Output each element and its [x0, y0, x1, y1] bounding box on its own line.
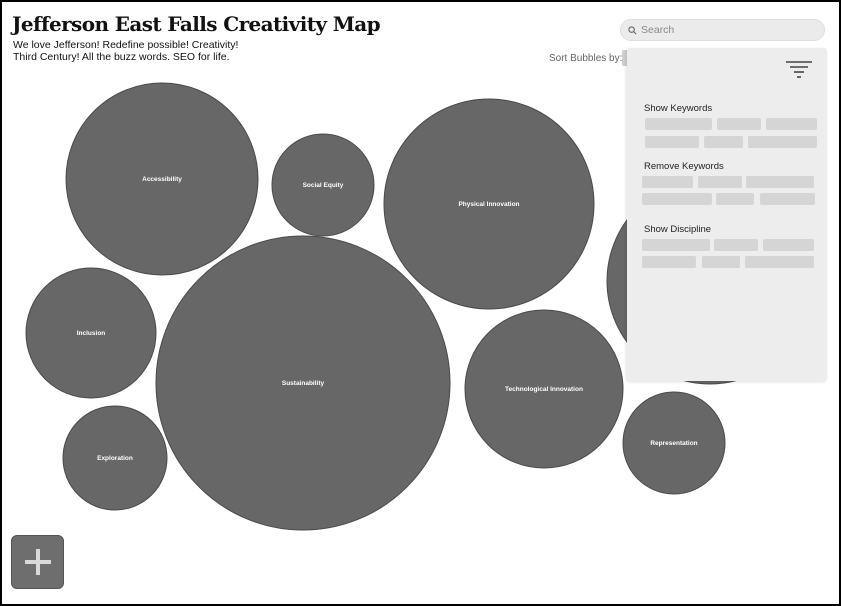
- bubble-circle[interactable]: [383, 98, 595, 310]
- bubble-exploration[interactable]: Exploration: [62, 405, 168, 511]
- bubble-social-equity[interactable]: Social Equity: [271, 133, 375, 237]
- bubble-label: Physical Innovation: [458, 201, 519, 208]
- keyword-chip[interactable]: [766, 118, 817, 130]
- show-keywords-title: Show Keywords: [644, 103, 713, 114]
- keyword-chip[interactable]: [645, 136, 699, 148]
- search-bar[interactable]: [620, 19, 825, 41]
- discipline-chip[interactable]: [642, 256, 696, 268]
- bubble-label: Representation: [650, 440, 697, 447]
- bubble-technological-innovation[interactable]: Technological Innovation: [464, 309, 624, 469]
- filter-icon[interactable]: [785, 60, 813, 80]
- bubble-circle[interactable]: [62, 405, 168, 511]
- keyword-chip[interactable]: [704, 136, 743, 148]
- bubble-circle[interactable]: [25, 267, 157, 399]
- plus-icon: [25, 549, 51, 575]
- bubble-label: Sustainability: [282, 380, 325, 387]
- discipline-chip[interactable]: [745, 256, 814, 268]
- remove-keyword-chip[interactable]: [642, 193, 712, 205]
- remove-keyword-chip[interactable]: [746, 176, 814, 188]
- bubble-physical-innovation[interactable]: Physical Innovation: [383, 98, 595, 310]
- remove-keyword-chip[interactable]: [760, 193, 815, 205]
- discipline-chip[interactable]: [763, 239, 814, 251]
- tagline: We love Jefferson! Redefine possible! Cr…: [13, 39, 253, 63]
- keyword-chip[interactable]: [717, 118, 761, 130]
- tagline-line-1: We love Jefferson! Redefine possible! Cr…: [13, 39, 239, 51]
- bubble-accessibility[interactable]: Accessibility: [65, 82, 259, 276]
- remove-keyword-chip[interactable]: [716, 193, 754, 205]
- discipline-chip[interactable]: [702, 256, 740, 268]
- search-icon: [628, 25, 637, 34]
- discipline-chip[interactable]: [642, 239, 710, 251]
- search-input[interactable]: [641, 24, 811, 36]
- bubble-circle[interactable]: [271, 133, 375, 237]
- discipline-chip[interactable]: [714, 239, 758, 251]
- remove-keywords-title: Remove Keywords: [644, 161, 724, 172]
- show-discipline-title: Show Discipline: [644, 224, 712, 235]
- sort-label: Sort Bubbles by:: [549, 53, 623, 64]
- keyword-chip[interactable]: [748, 136, 817, 148]
- bubble-inclusion[interactable]: Inclusion: [25, 267, 157, 399]
- bubble-representation[interactable]: Representation: [622, 391, 726, 495]
- page-title: Jefferson East Falls Creativity Map: [12, 12, 381, 36]
- tagline-line-2: Third Century! All the buzz words. SEO f…: [13, 51, 230, 63]
- filter-panel: Show Keywords Remove Keywords Show Disci…: [627, 48, 827, 381]
- bubble-circle[interactable]: [65, 82, 259, 276]
- bubble-label: Social Equity: [303, 182, 344, 189]
- bubble-circle[interactable]: [622, 391, 726, 495]
- bubble-sustainability[interactable]: Sustainability: [155, 235, 451, 531]
- bubble-label: Technological Innovation: [505, 386, 583, 393]
- remove-keyword-chip[interactable]: [698, 176, 742, 188]
- bubble-circle[interactable]: [464, 309, 624, 469]
- remove-keyword-chip[interactable]: [642, 176, 693, 188]
- keyword-chip[interactable]: [645, 118, 712, 130]
- bubble-circle[interactable]: [155, 235, 451, 531]
- bubble-label: Accessibility: [142, 176, 182, 183]
- bubble-label: Exploration: [97, 455, 133, 462]
- add-button[interactable]: [11, 535, 64, 589]
- bubble-label: Inclusion: [77, 330, 106, 337]
